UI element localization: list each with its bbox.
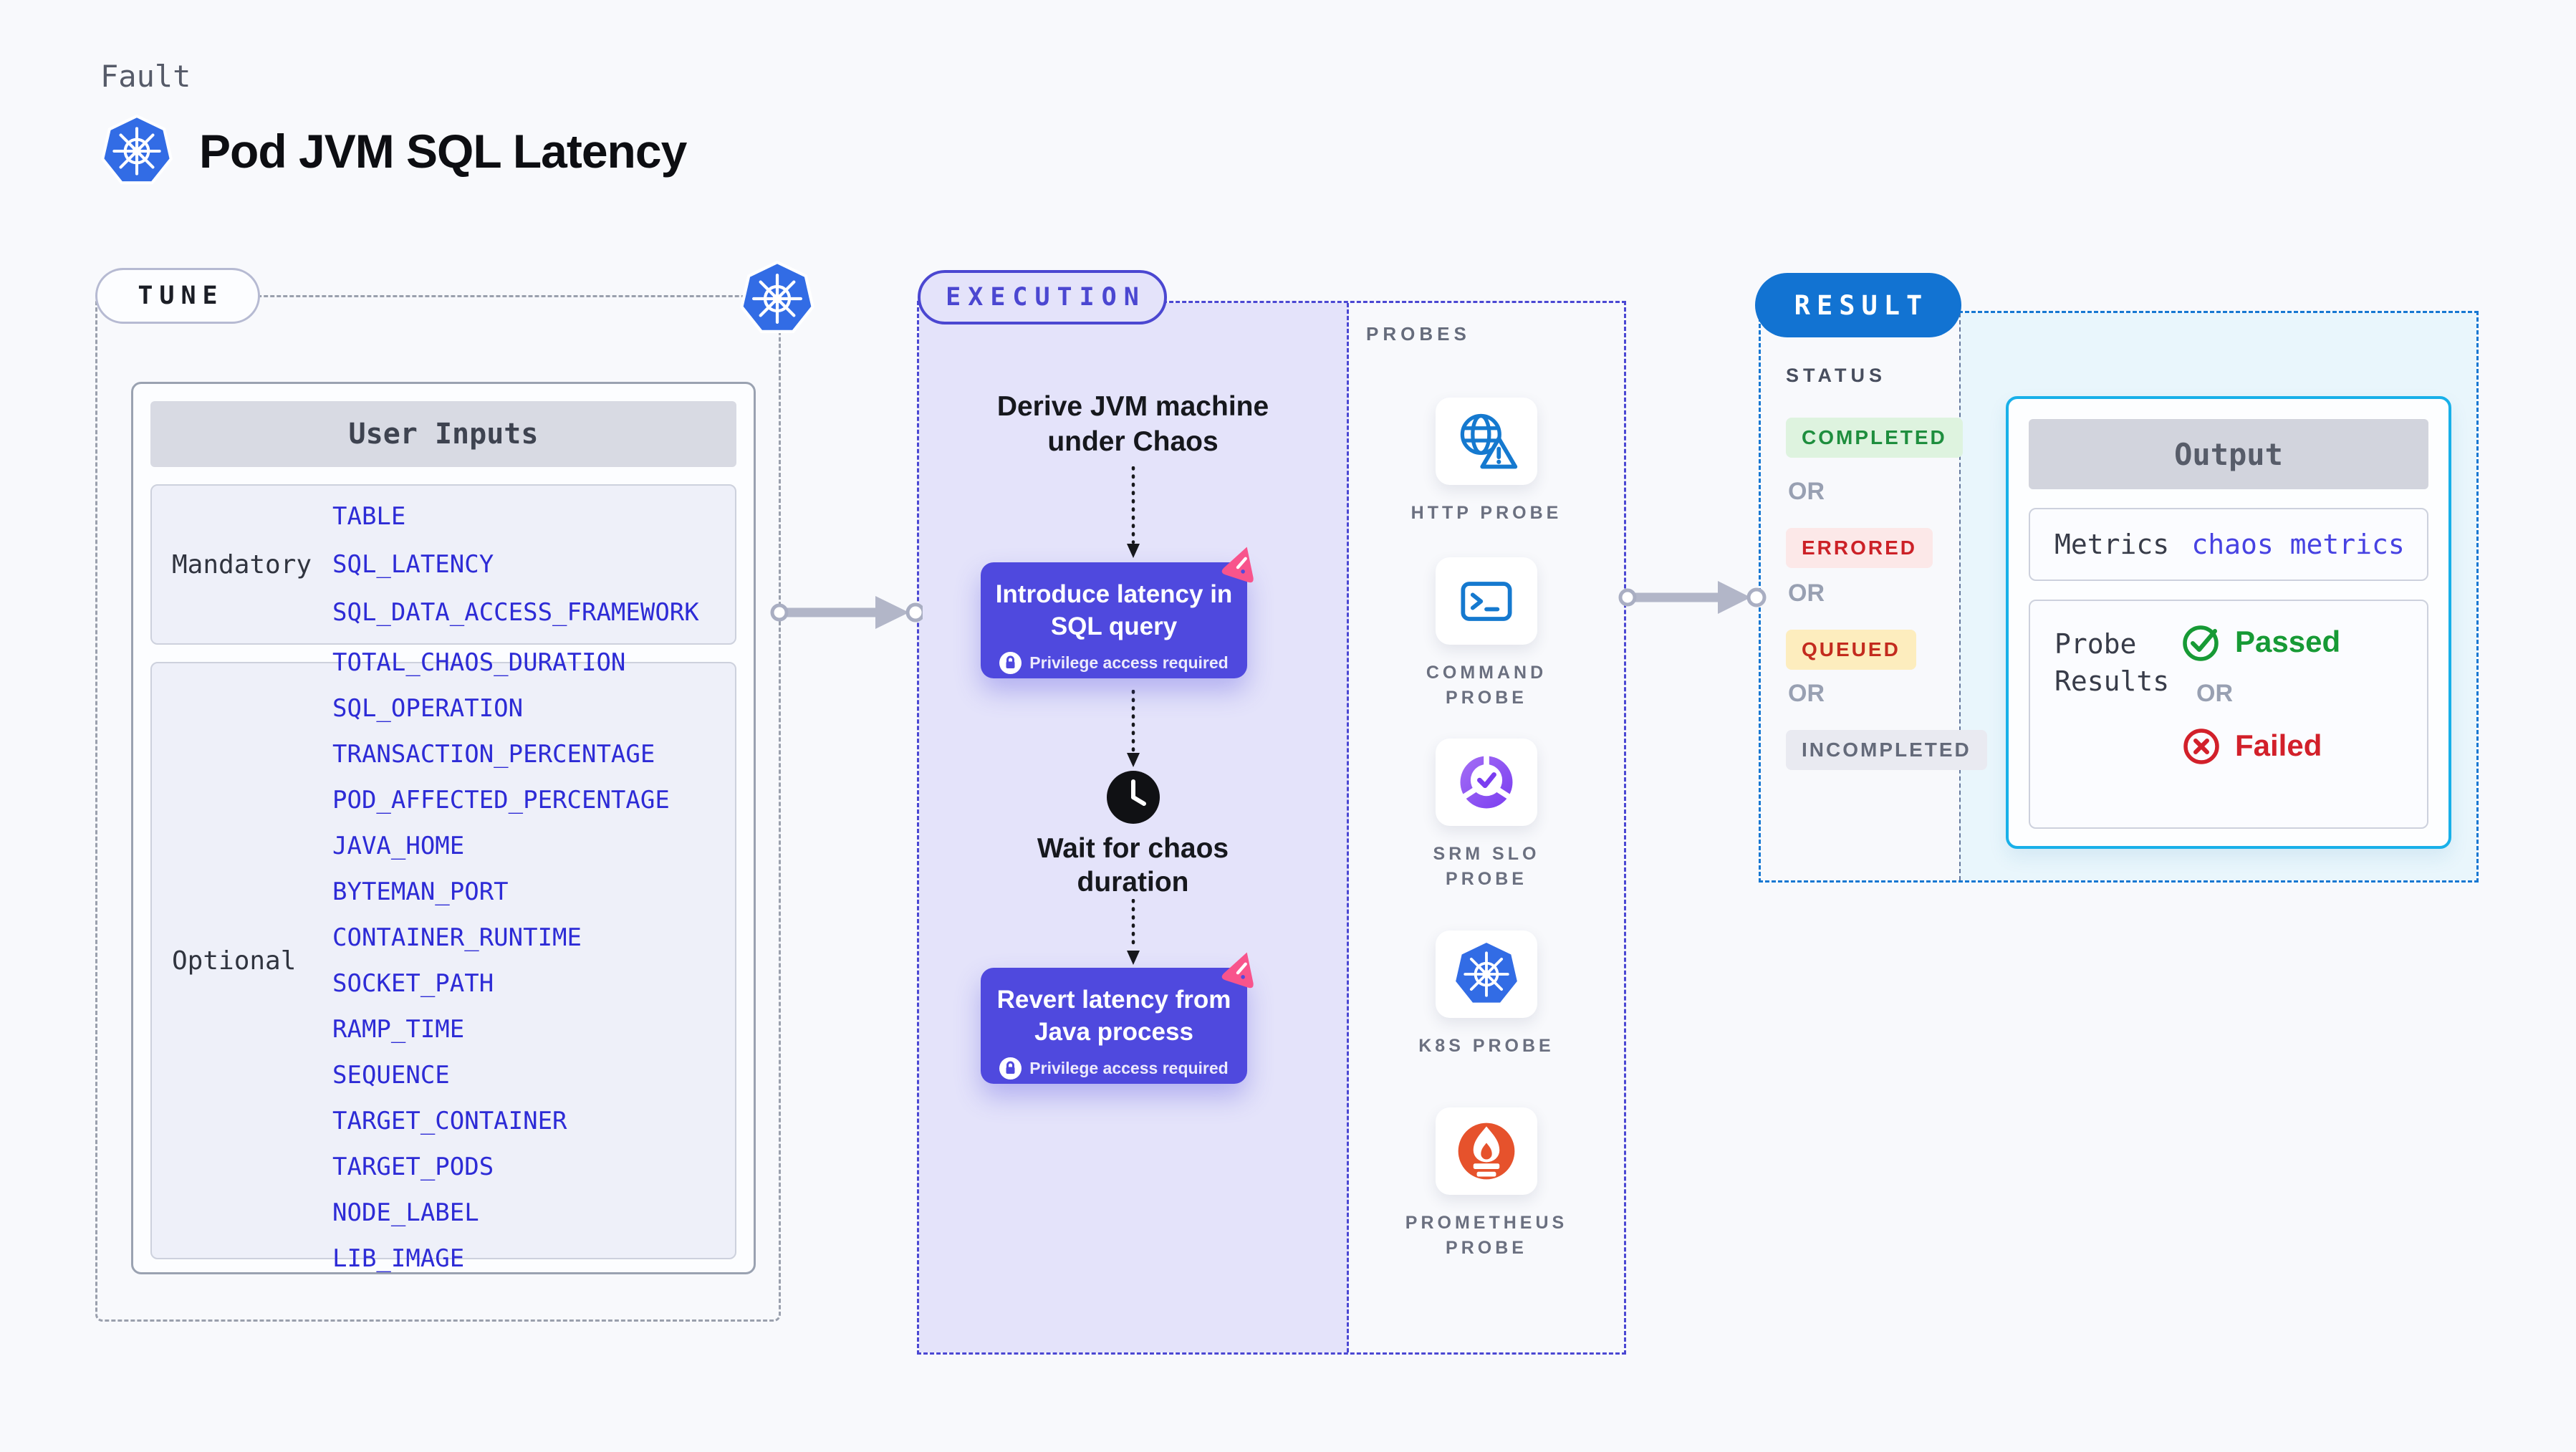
clock-icon — [1106, 771, 1160, 824]
wait-step-text: Wait for chaos duration — [1037, 833, 1229, 898]
env-var: JAVA_HOME — [332, 832, 465, 860]
status-badge-queued: QUEUED — [1786, 630, 1916, 670]
env-var: TRANSACTION_PERCENTAGE — [332, 740, 655, 769]
kubernetes-icon — [1452, 940, 1521, 1009]
title-row: Pod JVM SQL Latency — [100, 115, 687, 188]
terminal-icon — [1461, 582, 1512, 621]
probe-srm-slo: SRM SLO PROBE — [1349, 739, 1624, 892]
execution-flow-area: Derive JVM machine under Chaos Introduce… — [919, 303, 1349, 1352]
env-var: SEQUENCE — [332, 1061, 450, 1090]
env-var: SQL_LATENCY — [332, 550, 494, 579]
dotted-arrow-icon — [1126, 690, 1140, 767]
result-pill: RESULT — [1755, 273, 1961, 337]
status-badge-errored: ERRORED — [1786, 528, 1933, 568]
metrics-label: Metrics — [2054, 529, 2170, 560]
probe-k8s: K8S PROBE — [1349, 931, 1624, 1059]
env-var: CONTAINER_RUNTIME — [332, 923, 582, 952]
probe-prometheus: PROMETHEUS PROBE — [1349, 1107, 1624, 1261]
or-separator: OR — [1788, 478, 1825, 505]
tune-panel — [95, 295, 781, 1322]
introduce-latency-step: Introduce latency in SQL query Privilege… — [981, 562, 1247, 678]
kubernetes-icon — [100, 115, 173, 188]
chaos-pink-icon — [1221, 544, 1261, 584]
env-var: SQL_DATA_ACCESS_FRAMEWORK — [332, 598, 699, 627]
gauge-check-icon — [1460, 751, 1513, 809]
env-var: TARGET_CONTAINER — [332, 1107, 567, 1135]
execution-panel: Derive JVM machine under Chaos Introduce… — [917, 301, 1626, 1355]
env-var: TABLE — [332, 502, 406, 531]
env-var: BYTEMAN_PORT — [332, 878, 509, 906]
arrow-right-icon — [1618, 581, 1767, 614]
status-badge-completed: COMPLETED — [1786, 418, 1963, 458]
env-var: TARGET_PODS — [332, 1153, 494, 1181]
status-badge-incompleted: INCOMPLETED — [1786, 730, 1987, 770]
fault-eyebrow: Fault — [100, 59, 191, 94]
metrics-value: chaos metrics — [2191, 529, 2405, 560]
metrics-row: Metrics chaos metrics — [2029, 508, 2428, 581]
passed-result: Passed — [2182, 621, 2340, 663]
revert-latency-step: Revert latency from Java process Privile… — [981, 968, 1247, 1084]
privilege-note: Privilege access required — [981, 652, 1247, 674]
status-label: STATUS — [1786, 365, 1886, 386]
user-inputs-header: User Inputs — [150, 401, 736, 467]
derive-step-text: Derive JVM machine under Chaos — [996, 391, 1269, 457]
env-var: NODE_LABEL — [332, 1198, 479, 1227]
output-card: Output Metrics chaos metrics Probe Resul… — [2006, 396, 2451, 849]
failed-result: Failed — [2182, 725, 2340, 766]
probes-label: PROBES — [1366, 323, 1471, 345]
mandatory-label: Mandatory — [172, 549, 312, 580]
optional-label: Optional — [172, 946, 297, 976]
user-inputs-card: User Inputs Mandatory TABLE SQL_LATENCY … — [131, 382, 756, 1274]
env-var: SOCKET_PATH — [332, 969, 494, 998]
mandatory-values: TABLE SQL_LATENCY SQL_DATA_ACCESS_FRAMEW… — [332, 486, 735, 643]
probe-results-label: Probe Results — [2054, 628, 2170, 697]
output-header: Output — [2029, 419, 2428, 489]
mandatory-row: Mandatory TABLE SQL_LATENCY SQL_DATA_ACC… — [150, 484, 736, 645]
probe-results-row: Probe Results Passed OR — [2029, 600, 2428, 829]
env-var: SQL_OPERATION — [332, 694, 524, 723]
tune-pill: TUNE — [95, 268, 260, 324]
lock-icon — [999, 652, 1022, 674]
privilege-note: Privilege access required — [981, 1057, 1247, 1080]
env-var: LIB_IMAGE — [332, 1244, 465, 1273]
env-var: TOTAL_CHAOS_DURATION — [332, 648, 626, 677]
x-circle-icon — [2183, 729, 2219, 764]
prometheus-flame-icon — [1458, 1122, 1515, 1180]
optional-row: Optional TOTAL_CHAOS_DURATION SQL_OPERAT… — [150, 648, 736, 1273]
or-separator: OR — [2196, 680, 2233, 707]
env-var: RAMP_TIME — [332, 1015, 465, 1044]
probes-panel: PROBES HTTP PROBE — [1349, 303, 1624, 1352]
or-separator: OR — [1788, 680, 1825, 707]
check-circle-icon — [2183, 625, 2219, 661]
optional-values: TOTAL_CHAOS_DURATION SQL_OPERATION TRANS… — [332, 648, 735, 1273]
globe-warning-icon — [1460, 413, 1518, 469]
execution-pill: EXECUTION — [918, 270, 1167, 324]
page-title: Pod JVM SQL Latency — [199, 125, 687, 178]
dotted-arrow-icon — [1126, 899, 1140, 965]
probe-command: COMMAND PROBE — [1349, 557, 1624, 711]
env-var: POD_AFFECTED_PERCENTAGE — [332, 786, 670, 814]
dotted-arrow-icon — [1126, 466, 1140, 558]
or-separator: OR — [1788, 580, 1825, 607]
kubernetes-icon — [739, 261, 815, 337]
lock-icon — [999, 1057, 1022, 1080]
chaos-pink-icon — [1221, 949, 1261, 989]
arrow-right-icon — [770, 596, 923, 629]
probe-http: HTTP PROBE — [1349, 398, 1624, 526]
